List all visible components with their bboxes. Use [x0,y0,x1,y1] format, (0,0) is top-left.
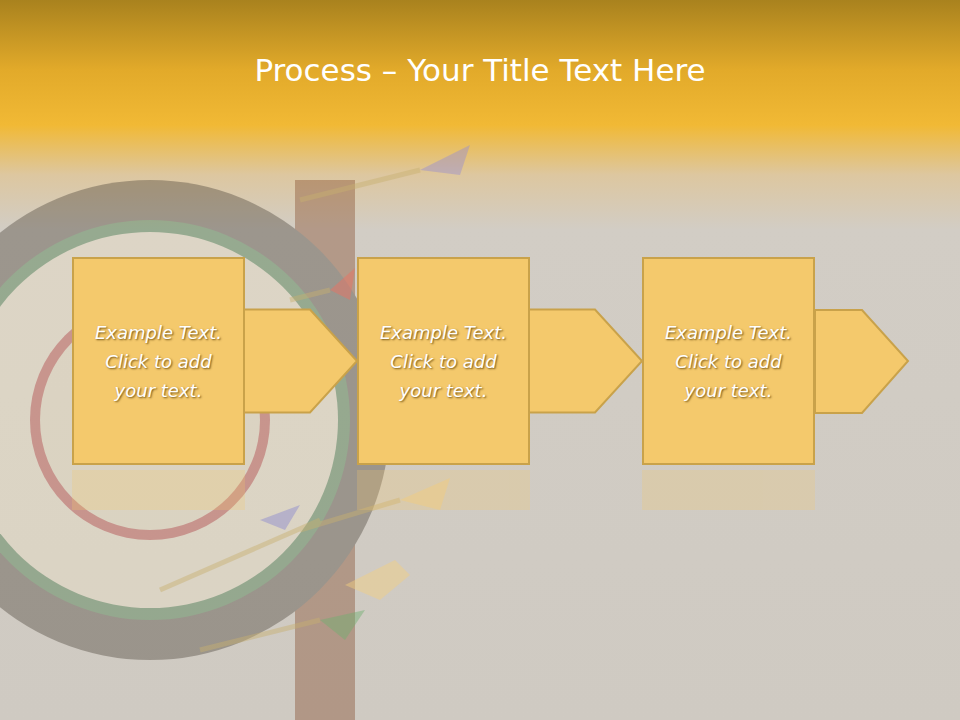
process-box: Example Text. Click to add your text. [357,257,530,465]
end-arrow [815,310,908,413]
process-box: Example Text. Click to add your text. [72,257,245,465]
reflections [72,470,815,510]
box-text: Example Text. Click to add your text. [374,318,514,405]
dartboard [0,180,390,720]
box-text: Example Text. Click to add your text. [89,318,229,405]
title-text: Process – Your Title Text Here [254,52,705,88]
box-text: Example Text. Click to add your text. [659,318,799,405]
process-box: Example Text. Click to add your text. [642,257,815,465]
slide-title: Process – Your Title Text Here [0,52,960,88]
block-arrow [528,310,642,413]
block-arrow [243,310,357,413]
